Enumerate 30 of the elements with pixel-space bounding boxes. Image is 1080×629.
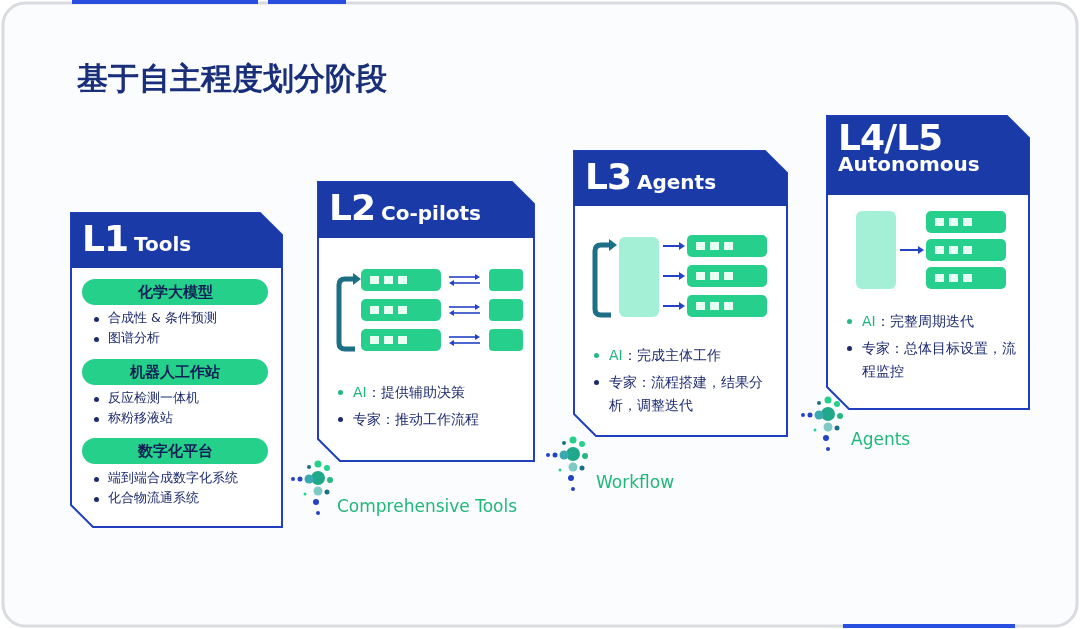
level-number: L1 — [82, 218, 128, 259]
level-card — [317, 181, 535, 462]
bullet-text: 合成性 & 条件预测 — [92, 310, 217, 327]
bullet-text: 专家：推动工作流程 — [335, 408, 525, 431]
bullet-text: AI：完成主体工作 — [591, 344, 778, 367]
category-pill: 机器人工作站 — [82, 359, 268, 385]
caption-label: Workflow — [596, 472, 675, 492]
bullet-text: AI：完整周期迭代 — [844, 310, 1020, 333]
caption-label: Agents — [851, 429, 911, 449]
level-card — [573, 150, 788, 437]
bullet-text: 专家：总体目标设置，流程监控 — [844, 337, 1020, 383]
category-pill: 数字化平台 — [82, 438, 268, 464]
bullet-text: 端到端合成数字化系统 — [92, 470, 238, 487]
bullet-text: 反应检测一体机 — [92, 390, 199, 407]
category-pill: 化学大模型 — [82, 279, 268, 305]
bullet-text: AI：提供辅助决策 — [335, 381, 525, 404]
level-name: Agents — [637, 170, 717, 194]
level-name: Tools — [134, 232, 192, 256]
title: 基于自主程度划分阶段 — [77, 59, 387, 98]
bullet-text: 化合物流通系统 — [92, 490, 199, 507]
level-number: L4/L5 — [838, 117, 943, 158]
bullet-text: 图谱分析 — [92, 330, 160, 347]
level-number: L2 — [329, 187, 375, 228]
bullet-text: 专家：流程搭建，结果分析，调整迭代 — [591, 371, 778, 417]
level-name: Co-pilots — [381, 201, 481, 225]
level-card — [826, 115, 1030, 410]
level-card — [70, 212, 283, 528]
level-number: L3 — [585, 156, 631, 197]
bullet-text: 称粉移液站 — [92, 410, 173, 427]
caption-label: Comprehensive Tools — [337, 496, 518, 516]
